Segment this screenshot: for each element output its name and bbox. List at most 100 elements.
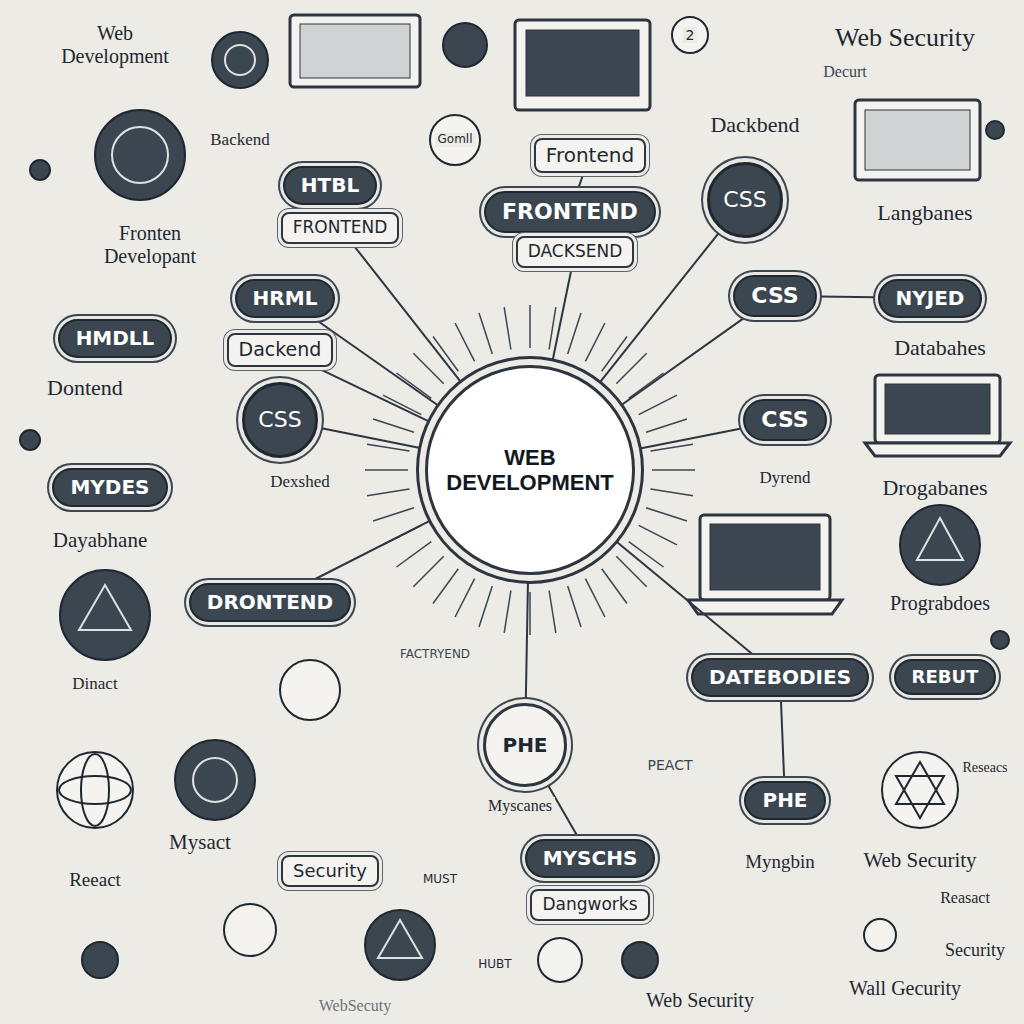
ray-line	[479, 586, 492, 627]
dot	[30, 160, 50, 180]
ray-line	[585, 579, 605, 617]
ray-line	[568, 313, 581, 354]
free-label: Reasact	[937, 889, 993, 907]
ray-line	[549, 590, 556, 632]
laptop-base	[688, 600, 842, 614]
ray-line	[646, 419, 687, 432]
ray-line	[568, 586, 581, 627]
monitor-frame	[855, 100, 980, 180]
free-label: Dayabhane	[50, 528, 150, 552]
dot	[20, 430, 40, 450]
icon-circle	[57, 752, 133, 828]
free-label: Databahes	[891, 335, 989, 360]
icon-circle	[622, 942, 658, 978]
ray-line	[373, 419, 414, 432]
node-text: Dangworks	[542, 895, 637, 915]
icon-circle	[538, 938, 582, 982]
ray-line	[413, 353, 443, 383]
icon-glyph	[917, 518, 963, 560]
ray-line	[650, 489, 692, 496]
pill-node: HMDLL	[58, 319, 173, 358]
central-circle: WEB DEVELOPMENT	[425, 365, 635, 575]
laptop-frame	[700, 515, 830, 600]
circle-node: CSS	[242, 382, 318, 458]
ray-line	[616, 353, 646, 383]
radial-rays	[365, 305, 695, 635]
connector-line	[319, 428, 425, 449]
connector-line	[552, 270, 572, 365]
free-label: Reeact	[66, 869, 124, 891]
ray-line	[397, 542, 432, 567]
connector-line	[354, 246, 464, 386]
node-text: REBUT	[912, 667, 979, 688]
text-box: Frontend	[534, 138, 646, 173]
free-label: PEACT	[645, 757, 696, 773]
free-label: Web Development	[47, 22, 183, 68]
laptop-screen	[710, 524, 820, 590]
icon-circle	[212, 32, 268, 88]
node-text: DATEBODIES	[709, 666, 851, 689]
icon-circle	[224, 904, 276, 956]
node-text: PHE	[502, 734, 547, 757]
node-text: MYDES	[70, 476, 149, 499]
text-box: FRONTEND	[281, 212, 400, 244]
dot	[986, 121, 1004, 139]
node-text: PHE	[762, 789, 807, 812]
free-label: Web Security	[832, 23, 978, 53]
laptop-frame	[875, 375, 1000, 443]
pill-node: MYSCHS	[525, 839, 656, 878]
ray-line	[652, 469, 695, 471]
node-text: DRONTEND	[207, 591, 333, 614]
text-box: DACKSEND	[516, 236, 634, 268]
ray-line	[373, 508, 414, 521]
free-label: 2	[683, 27, 698, 43]
ray-line	[639, 525, 677, 545]
ray-line	[602, 569, 627, 604]
free-label: MUST	[420, 873, 460, 887]
text-box: Dangworks	[530, 889, 649, 921]
node-text: HRML	[253, 287, 318, 310]
node-text: MYSCHS	[543, 847, 638, 870]
connector-line	[612, 538, 754, 655]
circle-node: PHE	[483, 703, 567, 787]
ray-line	[504, 590, 511, 632]
ray-line	[367, 489, 409, 496]
node-text: FRONTEND	[293, 218, 388, 238]
node-text: CSS	[258, 407, 301, 432]
ray-line	[397, 373, 432, 398]
ray-line	[529, 305, 531, 348]
pill-node: FRONTEND	[484, 191, 656, 232]
text-box: Dackend	[227, 333, 334, 367]
node-text: CSS	[761, 407, 808, 432]
icon-circle	[900, 505, 980, 585]
ray-line	[616, 556, 646, 586]
node-text: Frontend	[546, 144, 634, 167]
free-label: Fronten Developant	[72, 222, 228, 268]
connector-line	[316, 320, 443, 409]
pill-node: HTBL	[283, 166, 377, 205]
ray-line	[504, 307, 511, 349]
connector-line	[319, 369, 433, 424]
ray-line	[549, 307, 556, 349]
connector-line	[781, 699, 784, 779]
pill-node: CSS	[733, 275, 816, 316]
monitor-screen	[300, 24, 410, 78]
icon-glyph	[378, 920, 422, 958]
icon-circle	[864, 919, 896, 951]
node-text: HMDLL	[76, 327, 155, 350]
monitor-screen	[865, 110, 970, 170]
icon-glyph	[896, 776, 944, 818]
pill-node: DATEBODIES	[691, 658, 869, 697]
free-label: Dyrend	[757, 468, 814, 488]
free-label: FACTRYEND	[397, 648, 473, 662]
free-label: Myscanes	[485, 797, 555, 815]
pill-node: REBUT	[894, 659, 997, 696]
icon-glyph	[79, 585, 131, 630]
pill-node: PHE	[744, 781, 825, 820]
free-label: Wall Gecurity	[846, 977, 964, 1000]
connector-line	[819, 296, 876, 299]
pill-node: MYDES	[52, 468, 167, 507]
icon-ring	[225, 45, 255, 75]
monitor-frame	[515, 20, 650, 110]
